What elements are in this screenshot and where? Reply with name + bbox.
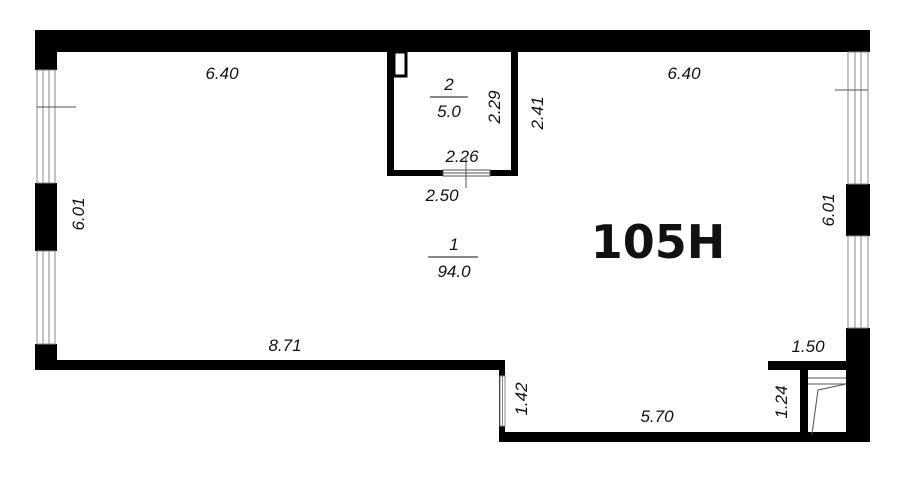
window-left-upper [36, 69, 76, 184]
dim-room2-outer-width: 2.50 [424, 186, 459, 205]
wall-left-upper [35, 30, 57, 70]
room2-vent [392, 50, 408, 78]
niche-fixture [808, 377, 847, 435]
walls [35, 30, 870, 442]
wall-right-upper [846, 30, 870, 52]
wall-room2-left [387, 52, 394, 176]
room-2-number: 2 [443, 75, 454, 94]
dim-niche-width: 1.50 [791, 337, 825, 356]
wall-left-middle [35, 183, 57, 251]
wall-bottom-right [499, 432, 870, 442]
window-left-lower [36, 250, 56, 345]
dim-bottom-right: 5.70 [640, 407, 674, 426]
room-1-area: 94.0 [437, 262, 471, 281]
wall-right-middle [846, 184, 870, 236]
wall-right-lower [846, 328, 870, 442]
room2-door [442, 158, 491, 188]
window-right-lower [847, 235, 869, 329]
dim-room2-outer-height: 2.41 [528, 96, 547, 130]
room-2-area: 5.0 [437, 102, 461, 121]
wall-room2-bottom-left [387, 170, 443, 176]
unit-label: 105H [591, 215, 726, 269]
dim-bottom-left: 8.71 [268, 336, 301, 355]
dim-room2-inner-width: 2.26 [444, 147, 479, 166]
wall-bottom-left [35, 360, 505, 370]
wall-room2-bottom-right [490, 170, 518, 176]
room-2-label: 2 5.0 [430, 75, 468, 121]
room-1-number: 1 [449, 235, 458, 254]
dim-top-left: 6.40 [205, 64, 239, 83]
window-step [499, 375, 506, 427]
dim-left-height: 6.01 [69, 197, 88, 230]
dim-top-right: 6.40 [667, 64, 701, 83]
room-1-label: 1 94.0 [428, 235, 478, 281]
wall-top [35, 30, 870, 52]
wall-niche-side [800, 370, 808, 434]
wall-niche-top [768, 361, 846, 370]
window-right-upper [835, 51, 869, 185]
dim-room2-inner-height: 2.29 [485, 90, 504, 125]
dim-niche-height: 1.24 [772, 385, 791, 418]
dim-right-height: 6.01 [819, 193, 838, 226]
wall-room2-right [511, 52, 518, 176]
dim-step-height: 1.42 [512, 382, 531, 416]
